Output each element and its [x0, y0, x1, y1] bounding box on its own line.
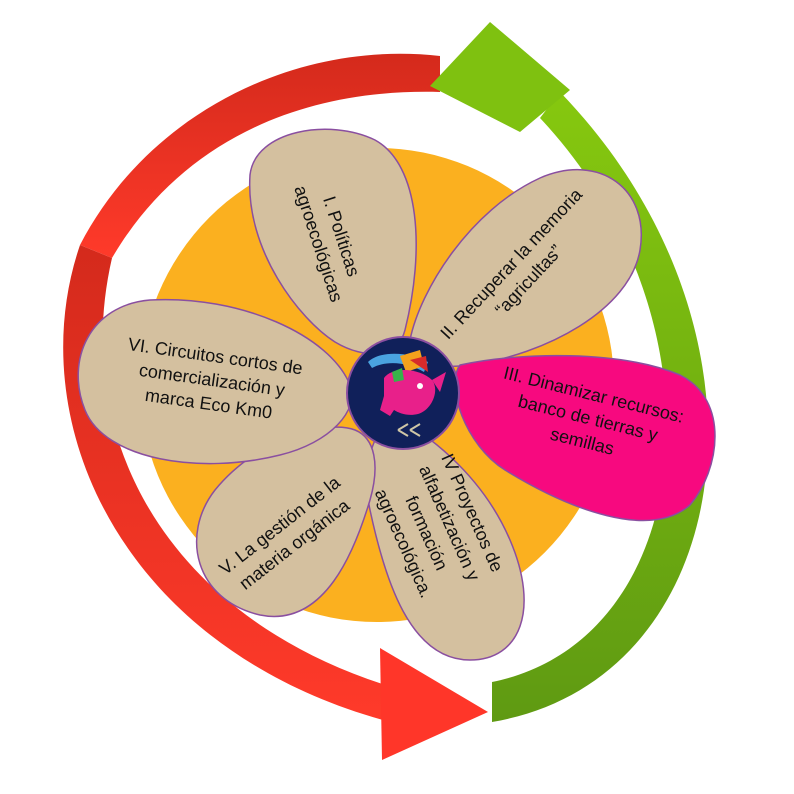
- petal-shape: [249, 128, 417, 355]
- green-arrow-arc: [492, 92, 708, 722]
- petal-shape: [454, 354, 716, 522]
- petal-iii: III. Dinamizar recursos:banco de tierras…: [454, 354, 716, 522]
- petal-vi: VI. Circuitos cortos decomercialización …: [77, 298, 353, 465]
- circular-cycle-arrows-icon: [63, 22, 708, 760]
- petal-i: I. Políticasagroecológicas: [249, 128, 417, 355]
- green-arrow-head: [430, 22, 570, 132]
- stylized-pink-fish-animal-icon: [368, 350, 446, 437]
- red-arrow-head: [380, 648, 488, 760]
- petal-v: V. La gestión de lamateria orgánica: [195, 426, 376, 618]
- red-arrow-bottom-arc: [63, 245, 396, 722]
- petal-iv: IV Proyectos dealfabetización yformación…: [366, 419, 525, 661]
- red-arrow-top-arc: [80, 53, 440, 258]
- petal-shape: [77, 298, 353, 465]
- center-emblem: [346, 336, 460, 450]
